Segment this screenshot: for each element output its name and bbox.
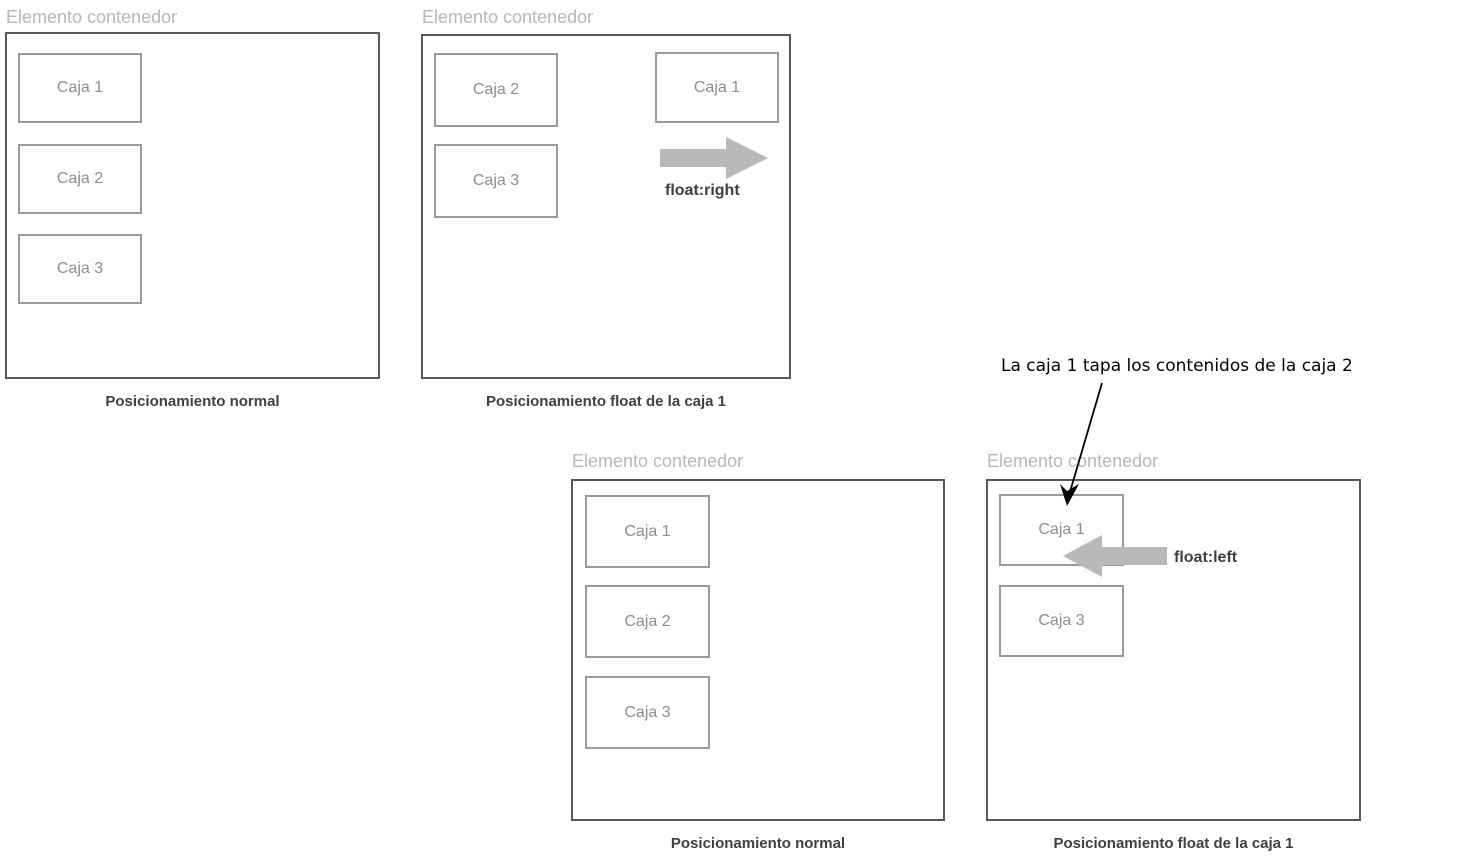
box-caja-3: Caja 3 (585, 676, 710, 749)
box-label: Caja 2 (624, 612, 671, 630)
panel-caption: Posicionamiento float de la caja 1 (1053, 835, 1294, 852)
annotation-label: La caja 1 tapa los contenidos de la caja… (1001, 356, 1353, 376)
box-label: Caja 3 (56, 260, 104, 277)
box-label: Caja 1 (693, 78, 741, 96)
float-left-label: float:left (1174, 549, 1238, 566)
box-caja-3: Caja 3 (999, 585, 1124, 657)
panel-caption: Posicionamiento float de la caja 1 (485, 393, 727, 410)
box-label: Caja 1 (1038, 521, 1085, 538)
container-label: Elemento contenedor (422, 7, 594, 27)
container-label: Elemento contenedor (6, 7, 178, 27)
box-label: Caja 1 (56, 79, 104, 96)
box-caja-1: Caja 1 (655, 52, 779, 123)
box-caja-1: Caja 1 (999, 494, 1124, 566)
box-caja-3: Caja 3 (18, 234, 142, 304)
container-label: Elemento contenedor (572, 451, 744, 471)
annotation-arrow-icon (1060, 382, 1103, 506)
box-caja-3: Caja 3 (434, 144, 558, 218)
float-right-label: float:right (665, 182, 740, 199)
panel-caption: Posicionamiento normal (105, 393, 280, 410)
panel-caption: Posicionamiento normal (670, 835, 846, 852)
box-caja-1: Caja 1 (585, 495, 710, 568)
box-label: Caja 2 (472, 81, 520, 98)
arrow-right-icon (660, 137, 768, 179)
container-label: Elemento contenedor (987, 451, 1159, 471)
box-caja-1: Caja 1 (18, 53, 142, 123)
box-label: Caja 3 (624, 703, 671, 721)
arrow-left-icon (1063, 535, 1167, 577)
box-label: Caja 3 (472, 172, 520, 189)
box-caja-2: Caja 2 (18, 144, 142, 214)
box-caja-2: Caja 2 (434, 53, 558, 127)
box-label: Caja 1 (624, 522, 671, 540)
box-label: Caja 2 (56, 170, 104, 187)
box-caja-2: Caja 2 (585, 585, 710, 658)
box-label: Caja 3 (1038, 612, 1085, 629)
